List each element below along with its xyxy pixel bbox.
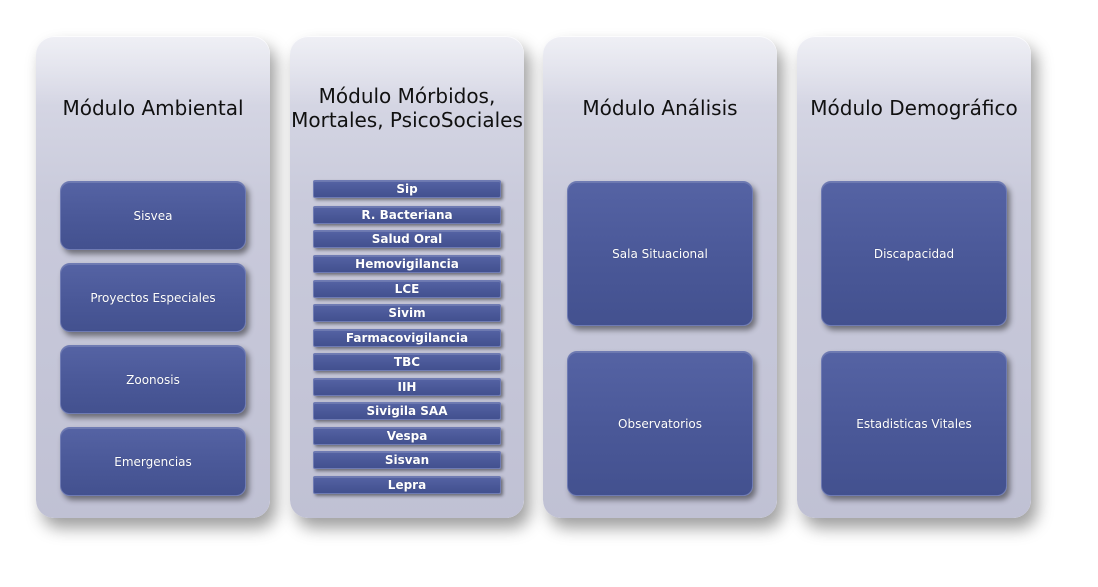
item-strip: LCE <box>313 280 501 298</box>
item-strip: Salud Oral <box>313 230 501 248</box>
item-box: Sala Situacional <box>567 181 753 326</box>
module-panel-morbidos: Módulo Mórbidos, Mortales, PsicoSociales… <box>290 36 524 518</box>
module-title-ambiental: Módulo Ambiental <box>62 96 244 120</box>
item-strip: R. Bacteriana <box>313 206 501 224</box>
item-strip: Sisvan <box>313 451 501 469</box>
module-title-demografico: Módulo Demográfico <box>810 96 1018 120</box>
module-panel-analisis: Módulo Análisis Sala Situacional Observa… <box>543 36 777 518</box>
item-strip: Vespa <box>313 427 501 445</box>
item-strip: Sivim <box>313 304 501 322</box>
module-title-morbidos: Módulo Mórbidos, Mortales, PsicoSociales <box>291 84 523 132</box>
item-strip: IIH <box>313 378 501 396</box>
module-panel-demografico: Módulo Demográfico Discapacidad Estadist… <box>797 36 1031 518</box>
item-box: Estadisticas Vitales <box>821 351 1007 496</box>
item-strip: Hemovigilancia <box>313 255 501 273</box>
item-box: Zoonosis <box>60 345 246 414</box>
module-panel-ambiental: Módulo Ambiental Sisvea Proyectos Especi… <box>36 36 270 518</box>
item-box: Proyectos Especiales <box>60 263 246 332</box>
item-strip: Lepra <box>313 476 501 494</box>
item-box: Discapacidad <box>821 181 1007 326</box>
item-strip: Sivigila SAA <box>313 402 501 420</box>
item-strip: TBC <box>313 353 501 371</box>
item-box: Sisvea <box>60 181 246 250</box>
item-box: Observatorios <box>567 351 753 496</box>
item-strip: Sip <box>313 180 501 198</box>
item-box: Emergencias <box>60 427 246 496</box>
module-title-analisis: Módulo Análisis <box>582 96 738 120</box>
item-strip: Farmacovigilancia <box>313 329 501 347</box>
